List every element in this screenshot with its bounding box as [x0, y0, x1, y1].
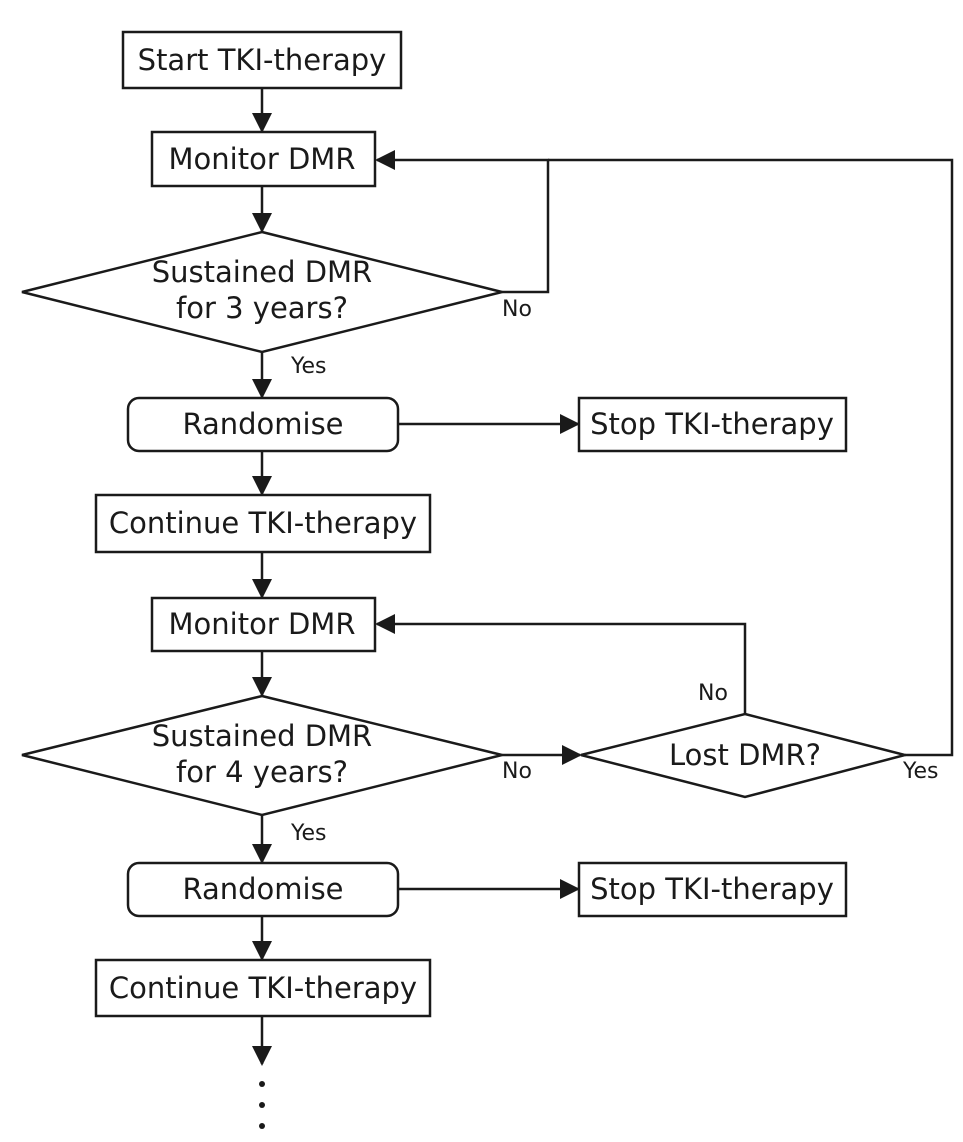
continuation-dots: [259, 1081, 265, 1129]
node-monitor1: Monitor DMR: [150, 130, 377, 188]
node-randomise2-label: Randomise: [182, 872, 343, 906]
node-start-label: Start TKI-therapy: [138, 43, 387, 77]
label-lost-yes: Yes: [902, 759, 939, 784]
node-lost-label: Lost DMR?: [669, 738, 821, 772]
node-decision1-line1: Sustained DMR: [152, 255, 372, 289]
node-lost: Lost DMR?: [580, 712, 910, 799]
edge-decision1-no-loop: [375, 150, 550, 294]
label-decision2-no: No: [502, 759, 532, 784]
edge-lost-yes-loop: [548, 158, 954, 757]
node-stop2-label: Stop TKI-therapy: [590, 872, 834, 906]
label-decision1-yes: Yes: [290, 354, 327, 379]
node-stop2: Stop TKI-therapy: [577, 861, 848, 918]
node-continue1: Continue TKI-therapy: [94, 493, 432, 554]
node-randomise1-label: Randomise: [182, 407, 343, 441]
node-continue2: Continue TKI-therapy: [94, 958, 432, 1018]
node-continue2-label: Continue TKI-therapy: [109, 971, 417, 1005]
node-stop1-label: Stop TKI-therapy: [590, 407, 834, 441]
node-randomise2: Randomise: [126, 861, 400, 918]
node-stop1: Stop TKI-therapy: [577, 396, 848, 453]
node-decision2: Sustained DMR for 4 years?: [21, 694, 503, 817]
node-decision2-line2: for 4 years?: [176, 755, 348, 789]
node-decision1-line2: for 3 years?: [176, 291, 348, 325]
node-start: Start TKI-therapy: [121, 30, 403, 90]
node-monitor1-label: Monitor DMR: [169, 142, 356, 176]
edges: [252, 88, 954, 1066]
node-monitor2: Monitor DMR: [150, 596, 377, 653]
label-lost-no: No: [698, 681, 728, 706]
node-decision2-line1: Sustained DMR: [152, 719, 372, 753]
label-decision2-yes: Yes: [290, 821, 327, 846]
node-monitor2-label: Monitor DMR: [169, 607, 356, 641]
node-continue1-label: Continue TKI-therapy: [109, 506, 417, 540]
node-decision1: Sustained DMR for 3 years?: [21, 230, 503, 354]
edge-labels: No Yes No Yes No Yes: [290, 297, 939, 846]
edge-lost-no-loop: [375, 614, 747, 714]
label-decision1-no: No: [502, 297, 532, 322]
node-randomise1: Randomise: [126, 396, 400, 453]
